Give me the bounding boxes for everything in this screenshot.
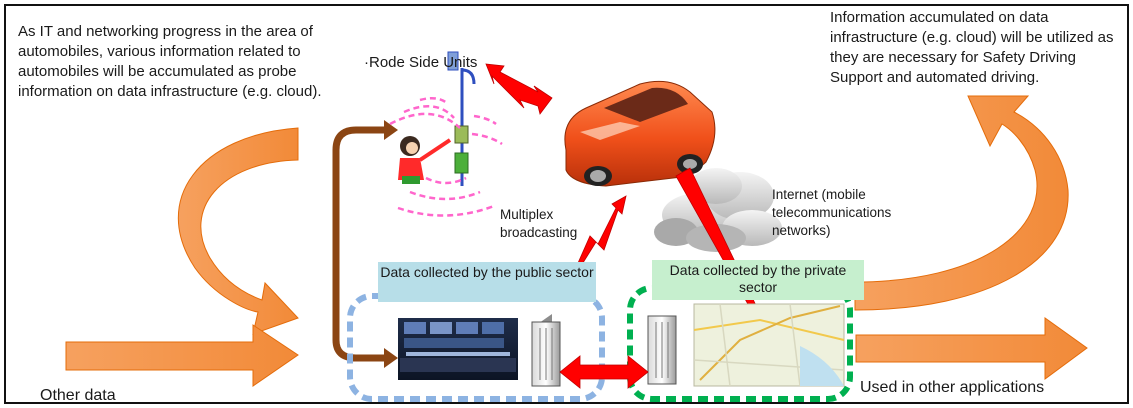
cloud-icon (654, 168, 782, 252)
road-side-unit-pole (389, 51, 503, 217)
diagram-frame (4, 4, 1129, 404)
pedestrian-icon (398, 136, 452, 184)
public-sector-box: Data collected by the public sector (378, 262, 596, 302)
other-data-arrow (65, 324, 299, 387)
rsu-label: ·Rode Side Units (364, 54, 478, 71)
car-icon (564, 80, 716, 187)
right-flow-arrow (854, 95, 1069, 311)
server-icon-public (531, 314, 561, 387)
other-data-label: Other data (40, 387, 116, 404)
other-apps-label: Used in other applications (860, 379, 1045, 396)
private-sector-group (627, 285, 853, 402)
map-image (693, 303, 845, 387)
left-note: As IT and networking progress in the are… (18, 23, 322, 100)
multiplex-label: Multiplex broadcasting (500, 207, 578, 240)
left-flow-arrow (177, 127, 299, 335)
public-sector-group (347, 293, 605, 402)
right-note: Information accumulated on data infrastr… (830, 9, 1114, 86)
control-room-image (398, 318, 518, 380)
public-private-exchange-arrow (559, 355, 649, 389)
rsu-car-link (485, 63, 553, 115)
server-icon-private (647, 315, 677, 385)
broadcast-lightning (565, 195, 627, 291)
internet-label: Internet (mobile telecommunications netw… (772, 187, 892, 238)
brown-bracket-arrow (332, 120, 398, 368)
other-apps-arrow (855, 317, 1088, 380)
private-sector-box: Data collected by the private sector (652, 260, 864, 300)
